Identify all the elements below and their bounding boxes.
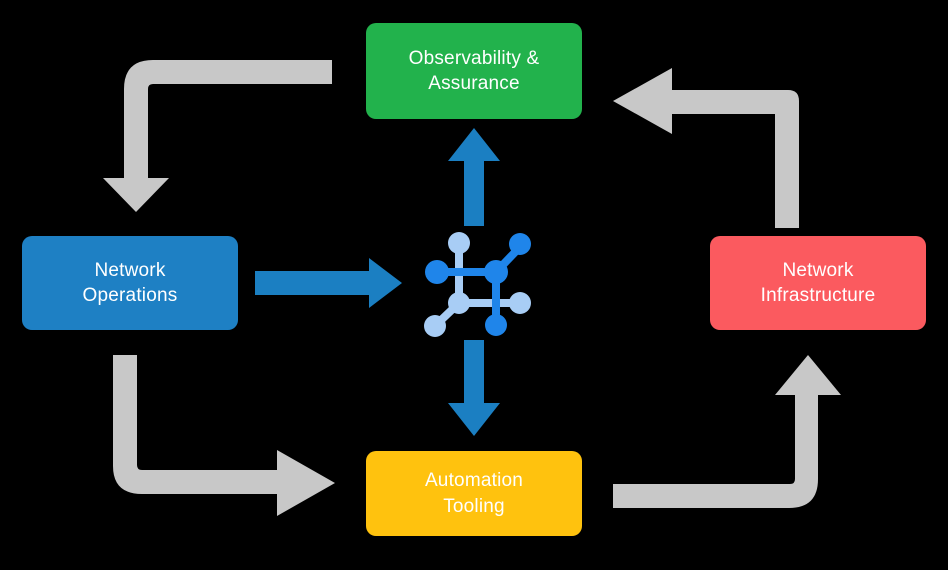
node-network-infrastructure-label: Network Infrastructure (761, 258, 876, 308)
network-topology-icon (424, 232, 531, 337)
arrow-observability-to-operations (103, 60, 332, 212)
node-network-infrastructure-line1: Network (782, 259, 854, 281)
arrow-operations-to-automation (113, 355, 335, 516)
node-observability-assurance[interactable]: Observability & Assurance (366, 23, 582, 119)
node-network-infrastructure-line2: Infrastructure (760, 285, 876, 306)
node-automation-tooling[interactable]: Automation Tooling (366, 451, 582, 536)
node-automation-tooling-line1: Automation (424, 470, 524, 492)
node-network-operations-label: Network Operations (83, 258, 178, 308)
node-automation-tooling-label: Automation Tooling (425, 468, 523, 518)
node-network-operations-line2: Operations (82, 285, 178, 306)
node-observability-line1: Observability & (408, 47, 540, 69)
arrow-hub-to-automation (448, 340, 500, 436)
arrow-automation-to-infrastructure (613, 355, 841, 508)
node-network-operations[interactable]: Network Operations (22, 236, 238, 330)
node-automation-tooling-line2: Tooling (443, 495, 505, 517)
arrow-infrastructure-to-observability (613, 68, 799, 228)
arrow-hub-to-observability (448, 128, 500, 226)
node-observability-label: Observability & Assurance (409, 46, 540, 96)
node-observability-line2: Assurance (428, 73, 520, 94)
arrow-operations-to-hub (255, 258, 402, 308)
node-network-operations-line1: Network (94, 259, 166, 281)
node-network-infrastructure[interactable]: Network Infrastructure (710, 236, 926, 330)
